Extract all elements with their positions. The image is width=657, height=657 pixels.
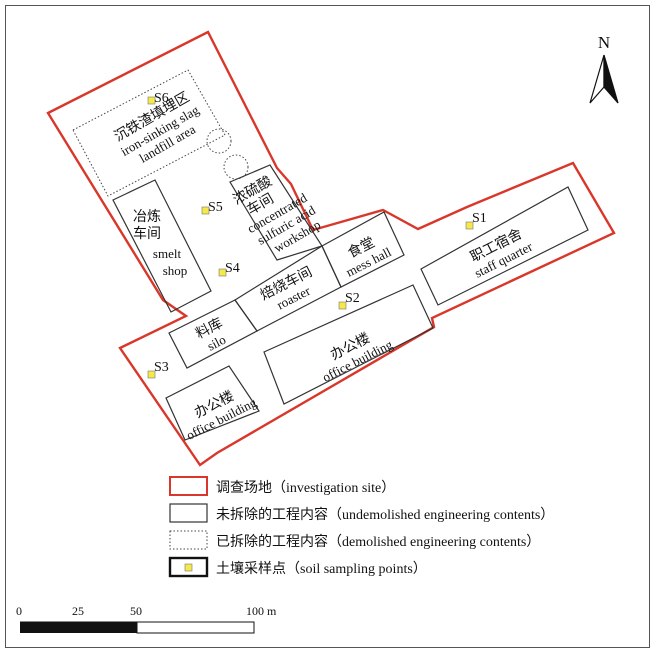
sampling-point-s6: S6 [147, 91, 169, 106]
sampling-point-s1: S1 [465, 211, 487, 230]
smelt-shop-label: 冶炼 车间 smelt shop [133, 209, 187, 278]
scale-label-100m: 100 m [246, 604, 277, 618]
north-arrow-icon: N [589, 33, 619, 104]
svg-text:S2: S2 [345, 291, 360, 306]
tank-circle [206, 128, 232, 154]
legend-undemolished-swatch [169, 503, 208, 523]
investigation-site-boundary [46, 30, 616, 467]
acid-workshop-label: 浓硫酸 车间 concentrated sulfuric acid worksh… [230, 173, 323, 255]
staff-quarter [420, 186, 589, 306]
sampling-point-s5: S5 [201, 200, 223, 215]
slag-landfill-area [72, 69, 226, 197]
scale-label-25: 25 [72, 604, 84, 618]
scale-label-50: 50 [130, 604, 142, 618]
office-large-label: 办公楼 office building [320, 330, 396, 385]
mess-hall-label: 食堂 mess hall [343, 234, 394, 280]
legend-site-label: 调查场地（investigation site） [216, 481, 396, 496]
svg-text:shop: shop [163, 263, 188, 278]
sampling-point-s3: S3 [147, 360, 169, 379]
silo-label: 料库 silo [193, 315, 228, 353]
sampling-point-s4: S4 [218, 261, 240, 277]
svg-text:S6: S6 [154, 91, 169, 106]
svg-text:S4: S4 [225, 261, 240, 276]
office-building-large [263, 284, 434, 405]
office-small-label: 办公楼 office building [184, 388, 260, 443]
legend-sampling-marker [184, 563, 193, 572]
office-building-small [165, 365, 260, 441]
legend-demolished-label: 已拆除的工程内容（demolished engineering contents… [216, 535, 541, 550]
legend-site-swatch [169, 476, 208, 496]
legend-undemolished-label: 未拆除的工程内容（undemolished engineering conten… [216, 508, 555, 523]
scale-label-0: 0 [16, 604, 22, 618]
svg-text:S1: S1 [472, 211, 487, 226]
svg-text:车间: 车间 [133, 225, 161, 242]
map-frame [5, 5, 650, 648]
legend-sampling-label: 土壤采样点（soil sampling points） [216, 562, 427, 577]
svg-text:S3: S3 [154, 360, 169, 375]
smelt-shop [112, 179, 212, 313]
svg-text:N: N [598, 33, 610, 52]
svg-text:S5: S5 [208, 200, 223, 215]
staff-quarter-label: 职工宿舍 staff quarter [467, 225, 535, 281]
silo [168, 299, 258, 369]
legend-demolished-swatch [169, 530, 208, 550]
roaster-label: 焙烧车间 roaster [257, 263, 315, 312]
sampling-point-s2: S2 [338, 291, 360, 310]
scale-bar [20, 621, 255, 634]
svg-text:冶炼: 冶炼 [133, 209, 161, 225]
legend-sampling-swatch [168, 556, 209, 578]
svg-text:smelt: smelt [153, 246, 182, 261]
